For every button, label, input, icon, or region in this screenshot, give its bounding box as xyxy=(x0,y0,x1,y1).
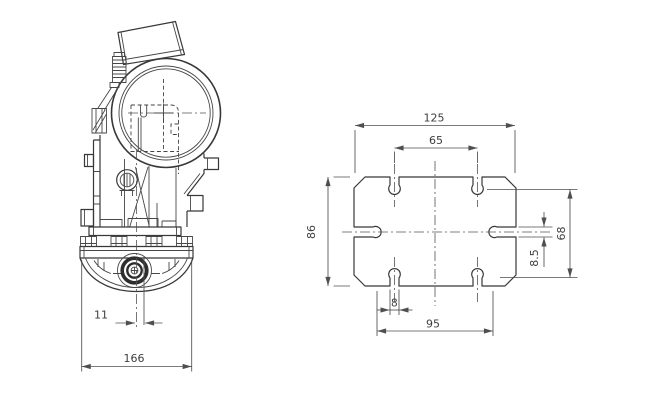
dimension-125: 125 xyxy=(354,112,516,173)
footprint-centerlines xyxy=(342,161,553,306)
upper-flange xyxy=(88,226,182,237)
dimension-11: 11 xyxy=(94,309,163,326)
dimension-86: 86 xyxy=(305,176,350,287)
housing-hidden-detail xyxy=(128,79,206,174)
shaft-hub xyxy=(117,253,152,288)
cable-gland xyxy=(97,52,127,111)
dimension-65: 65 xyxy=(394,134,478,163)
dim-8-label: 8 xyxy=(391,298,398,310)
dim-166-label: 166 xyxy=(124,352,145,365)
side-view: 11 166 xyxy=(79,20,222,372)
dim-125-label: 125 xyxy=(424,112,445,125)
dimension-8: 8 xyxy=(376,289,413,315)
mounting-plate-outline xyxy=(353,176,517,287)
dimension-95: 95 xyxy=(376,291,494,336)
terminal-box-outline xyxy=(117,20,186,66)
dim-11-label: 11 xyxy=(94,309,108,322)
dim-8-5-label: 8.5 xyxy=(528,249,541,267)
bottom-dome xyxy=(79,253,194,293)
clamp-bracket xyxy=(91,108,107,134)
footprint-view: 125 65 86 68 8.5 xyxy=(305,112,578,336)
pump-body xyxy=(80,135,220,228)
dim-86-label: 86 xyxy=(305,225,318,239)
dimension-8-5: 8.5 xyxy=(518,212,553,267)
dim-68-label: 68 xyxy=(555,227,568,241)
dim-95-label: 95 xyxy=(426,318,440,331)
terminal-box xyxy=(117,20,186,66)
dimension-166: 166 xyxy=(81,259,193,372)
dim-65-label: 65 xyxy=(429,134,443,147)
dimension-68: 68 xyxy=(487,189,578,278)
flange-bolts xyxy=(80,236,193,247)
